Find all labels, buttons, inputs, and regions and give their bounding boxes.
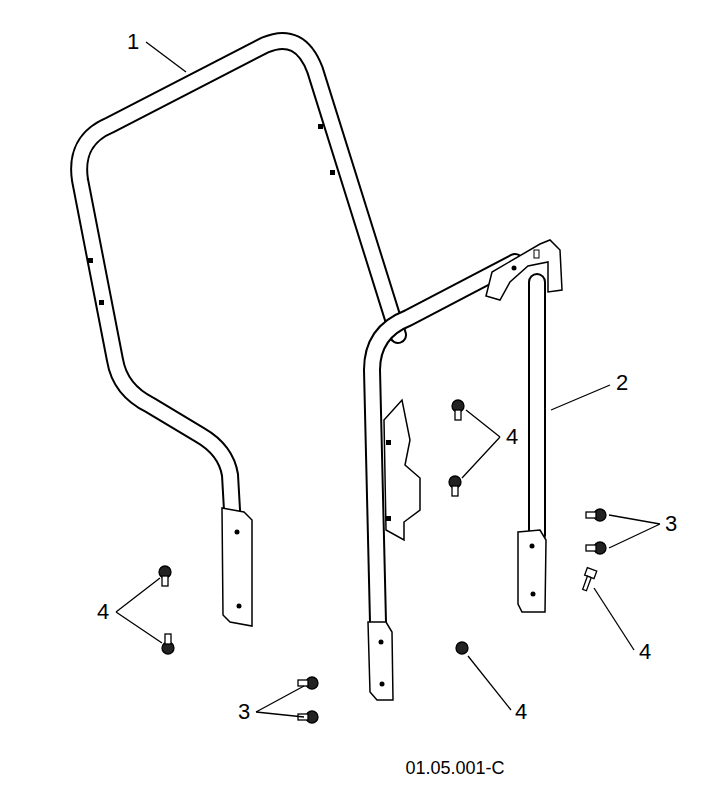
leader-lines <box>116 42 660 717</box>
callout-number: 4 <box>96 601 110 623</box>
callout-number: 1 <box>126 31 140 53</box>
callout-number: 2 <box>615 372 629 394</box>
callout-number: 4 <box>505 426 519 448</box>
callout-number: 4 <box>514 701 528 723</box>
bracket <box>486 240 562 300</box>
flat-bar <box>222 508 252 626</box>
figure-code: 01.05.001-C <box>404 759 505 777</box>
callout-number: 4 <box>638 641 652 663</box>
callout-number: 3 <box>664 513 678 535</box>
frame-tube <box>79 41 398 510</box>
flat-bar <box>368 622 393 700</box>
plate <box>384 400 420 540</box>
flat-bar <box>518 530 546 612</box>
fasteners <box>159 400 606 723</box>
frame-tube <box>372 262 515 622</box>
callout-number: 3 <box>237 701 251 723</box>
frame-tube-fill <box>79 41 398 510</box>
